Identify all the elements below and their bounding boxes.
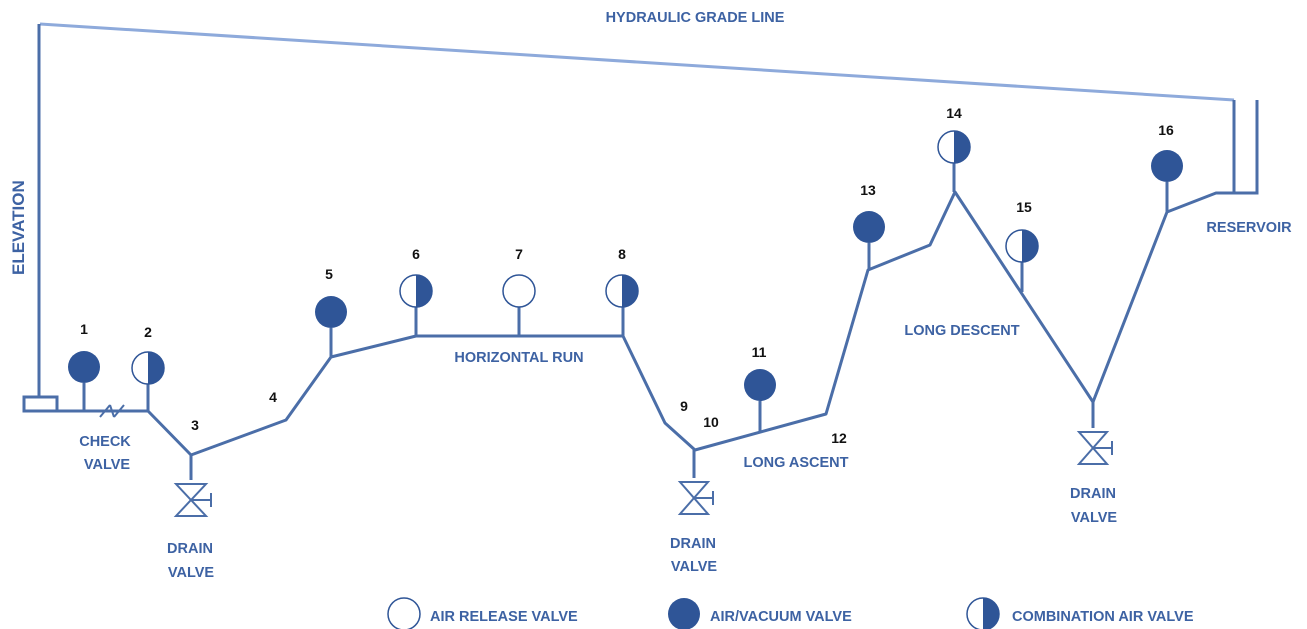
point-label: 6 — [412, 246, 420, 262]
hydraulic-grade-line — [39, 22, 1235, 102]
legend: AIR RELEASE VALVE AIR/VACUUM VALVE COMBI… — [387, 597, 1194, 629]
point-label: 5 — [325, 266, 333, 282]
drain-valve-label-2: VALVE — [671, 559, 718, 575]
point-label: 3 — [191, 417, 199, 433]
drain-valve-label-1: DRAIN — [1070, 486, 1116, 502]
long-ascent-label: LONG ASCENT — [744, 455, 849, 471]
legend-air-vacuum-icon — [668, 598, 700, 629]
point-label: 1 — [80, 321, 88, 337]
elevation-label: ELEVATION — [9, 180, 28, 275]
drain-valve-label-2: VALVE — [1071, 510, 1118, 526]
point-label: 9 — [680, 398, 688, 414]
long-descent-label: LONG DESCENT — [904, 323, 1019, 339]
drain-valve-icon — [1076, 431, 1113, 465]
legend-combination-icon — [966, 597, 1000, 629]
air-vacuum-valve-icon — [315, 296, 347, 328]
combination-air-valve-icon — [1005, 229, 1039, 263]
source-tank — [22, 395, 59, 413]
drain-valve-label-1: DRAIN — [167, 541, 213, 557]
drain-valve-icon — [677, 481, 714, 515]
check-valve-label-2: VALVE — [84, 457, 131, 473]
point-label: 7 — [515, 246, 523, 262]
reservoir-tank — [1232, 100, 1259, 195]
combination-air-valve-icon — [399, 274, 433, 308]
point-label: 13 — [860, 182, 876, 198]
legend-air-release-label: AIR RELEASE VALVE — [430, 609, 578, 625]
point-label: 12 — [831, 430, 847, 446]
drain-valve-label-2: VALVE — [168, 565, 215, 581]
legend-air-release-icon — [387, 597, 421, 629]
air-release-valve-icon — [502, 274, 536, 308]
drain-valve-icon — [173, 483, 212, 517]
point-label: 11 — [752, 344, 767, 360]
point-label: 8 — [618, 246, 626, 262]
air-vacuum-valve-icon — [1151, 150, 1183, 182]
point-label: 15 — [1016, 199, 1032, 215]
point-label: 14 — [946, 105, 962, 121]
point-label: 2 — [144, 324, 152, 340]
legend-combination-label: COMBINATION AIR VALVE — [1012, 609, 1194, 625]
point-label: 4 — [269, 389, 277, 405]
main-pipeline — [55, 190, 1095, 457]
combination-air-valve-icon — [605, 274, 639, 308]
air-vacuum-valve-icon — [744, 369, 776, 401]
check-valve-label-1: CHECK — [79, 434, 131, 450]
drain-valve-label-1: DRAIN — [670, 536, 716, 552]
combination-air-valve-icon — [937, 130, 971, 164]
legend-air-vacuum-label: AIR/VACUUM VALVE — [710, 609, 852, 625]
air-vacuum-valve-icon — [853, 211, 885, 243]
reservoir-label: RESERVOIR — [1206, 220, 1292, 236]
combination-air-valve-icon — [131, 351, 165, 385]
hgl-label: HYDRAULIC GRADE LINE — [606, 10, 785, 26]
point-label: 10 — [703, 414, 719, 430]
reservoir-pipeline — [1091, 191, 1236, 404]
air-vacuum-valve-icon — [68, 351, 100, 383]
point-label: 16 — [1158, 122, 1174, 138]
horizontal-run-label: HORIZONTAL RUN — [454, 350, 583, 366]
check-valve-icon — [99, 404, 125, 418]
